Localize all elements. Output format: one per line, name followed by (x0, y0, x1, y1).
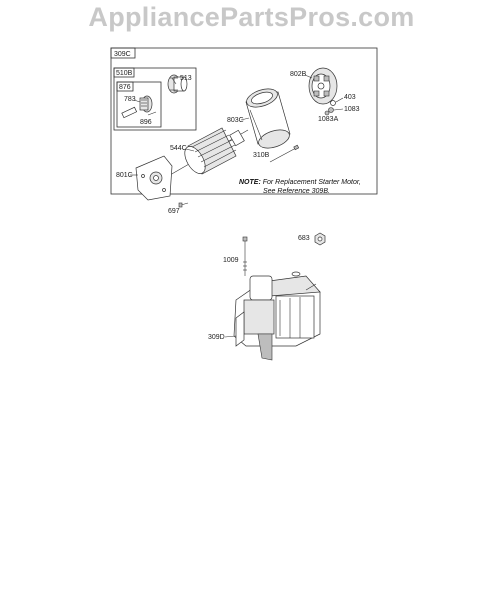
part-1009-bolt (242, 236, 248, 276)
label-513: 513 (180, 75, 192, 82)
label-1083: 1083 (344, 106, 360, 113)
part-310b-bolt (269, 144, 300, 163)
label-801c: 801C (116, 172, 133, 179)
replacement-note-line1: NOTE: For Replacement Starter Motor, (239, 179, 361, 186)
part-1083-nut (328, 107, 334, 113)
note-line1: For Replacement Starter Motor, (261, 179, 361, 186)
leader-544c (185, 148, 195, 152)
label-802b: 802B (290, 71, 307, 78)
label-697: 697 (168, 208, 180, 215)
part-544c-armature (169, 127, 249, 176)
sub-box-876 (116, 81, 162, 128)
part-802b-end-cap (308, 67, 338, 105)
part-697-screw (178, 202, 189, 208)
part-801c-bracket (135, 155, 173, 201)
part-803c-housing (245, 88, 291, 149)
label-544c: 544C (170, 145, 187, 152)
part-896-pin (147, 111, 157, 116)
leader-403 (335, 97, 344, 103)
label-896: 896 (140, 119, 152, 126)
note-prefix: NOTE: (239, 179, 261, 186)
sub-box-510b (113, 67, 197, 131)
assembly-label-box (110, 47, 136, 59)
label-803c: 803C (227, 117, 244, 124)
part-403-washer (330, 100, 336, 106)
part-876-shaft (121, 106, 138, 119)
label-309d: 309D (208, 334, 225, 341)
part-783-gear (139, 95, 153, 113)
part-683-nut (314, 232, 326, 246)
label-783: 783 (124, 96, 136, 103)
sub-box-876-label-box (116, 81, 134, 92)
leader-802b (304, 74, 313, 79)
assembly-label: 309C (114, 51, 131, 58)
leader-309d (224, 335, 237, 338)
label-1009: 1009 (223, 257, 239, 264)
label-310b: 310B (253, 152, 270, 159)
leader-1083 (333, 108, 344, 111)
part-309d-starter-motor (233, 271, 321, 361)
assembly-box-309c (110, 47, 378, 195)
leader-783 (133, 99, 141, 103)
leader-803c (240, 117, 250, 121)
label-683: 683 (298, 235, 310, 242)
watermark-text: AppliancePartsPros.com (88, 2, 415, 32)
part-513-pinion (167, 74, 188, 94)
part-1083a-nut (324, 110, 330, 116)
label-403: 403 (344, 94, 356, 101)
sub-box-876-label: 876 (119, 84, 131, 91)
sub-box-510b-label-box (113, 67, 135, 78)
leader-513 (171, 77, 177, 85)
sub-box-510b-label: 510B (116, 70, 133, 77)
replacement-note-line2: See Reference 309B. (263, 188, 330, 195)
label-1083a: 1083A (318, 116, 339, 123)
